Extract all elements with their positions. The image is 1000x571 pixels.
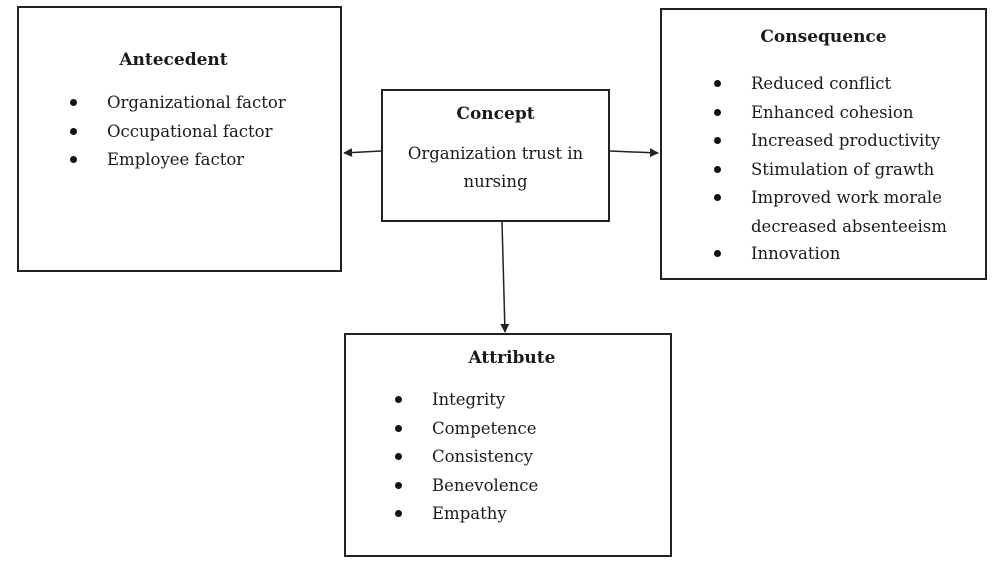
list-item: Competence xyxy=(394,415,538,444)
bullet-icon xyxy=(395,453,402,460)
list-item: Empathy xyxy=(394,500,538,529)
bullet-icon xyxy=(395,481,402,489)
antecedent-title: Antecedent xyxy=(119,50,228,70)
list-item: Consistency xyxy=(394,443,538,472)
list-item: Benevolence xyxy=(394,472,538,501)
concept-box: Concept Organization trust in nursing xyxy=(381,89,610,222)
bullet-icon xyxy=(70,156,77,163)
list-item: Integrity xyxy=(394,386,538,415)
bullet-icon xyxy=(714,165,721,173)
attribute-list: Integrity Competence Consistency Benevol… xyxy=(394,386,538,529)
antecedent-box: Antecedent Organizational factor Occupat… xyxy=(17,6,342,272)
bullet-icon xyxy=(714,194,721,201)
list-item: Occupational factor xyxy=(69,118,286,147)
concept-title: Concept xyxy=(456,104,535,124)
list-item: Stimulation of grawth xyxy=(713,156,951,185)
consequence-box: Consequence Reduced conflict Enhanced co… xyxy=(660,8,987,280)
bullet-icon xyxy=(395,396,402,403)
bullet-icon xyxy=(714,80,721,87)
consequence-title: Consequence xyxy=(760,27,887,47)
arrow-concept-to-attribute xyxy=(500,221,510,333)
bullet-icon xyxy=(714,137,721,144)
list-item: Employee factor xyxy=(69,146,286,175)
bullet-icon xyxy=(70,127,77,135)
bullet-icon xyxy=(714,108,721,116)
bullet-icon xyxy=(70,99,77,106)
list-item: Enhanced cohesion xyxy=(713,99,951,128)
list-item: Organizational factor xyxy=(69,89,286,118)
list-item: Innovation xyxy=(713,240,951,269)
attribute-box: Attribute Integrity Competence Consisten… xyxy=(344,333,672,557)
arrow-concept-to-antecedent xyxy=(343,148,382,158)
list-item: Increased productivity xyxy=(713,127,951,156)
arrow-concept-to-consequence xyxy=(609,148,659,158)
list-item: Reduced conflict xyxy=(713,70,951,99)
concept-text: Organization trust in nursing xyxy=(407,144,584,191)
consequence-list: Reduced conflict Enhanced cohesion Incre… xyxy=(713,70,951,269)
list-item: Improved work morale decreased absenteei… xyxy=(713,184,951,240)
bullet-icon xyxy=(395,510,402,517)
attribute-title: Attribute xyxy=(468,348,556,368)
antecedent-list: Organizational factor Occupational facto… xyxy=(69,89,286,175)
bullet-icon xyxy=(714,250,721,257)
bullet-icon xyxy=(395,424,402,432)
